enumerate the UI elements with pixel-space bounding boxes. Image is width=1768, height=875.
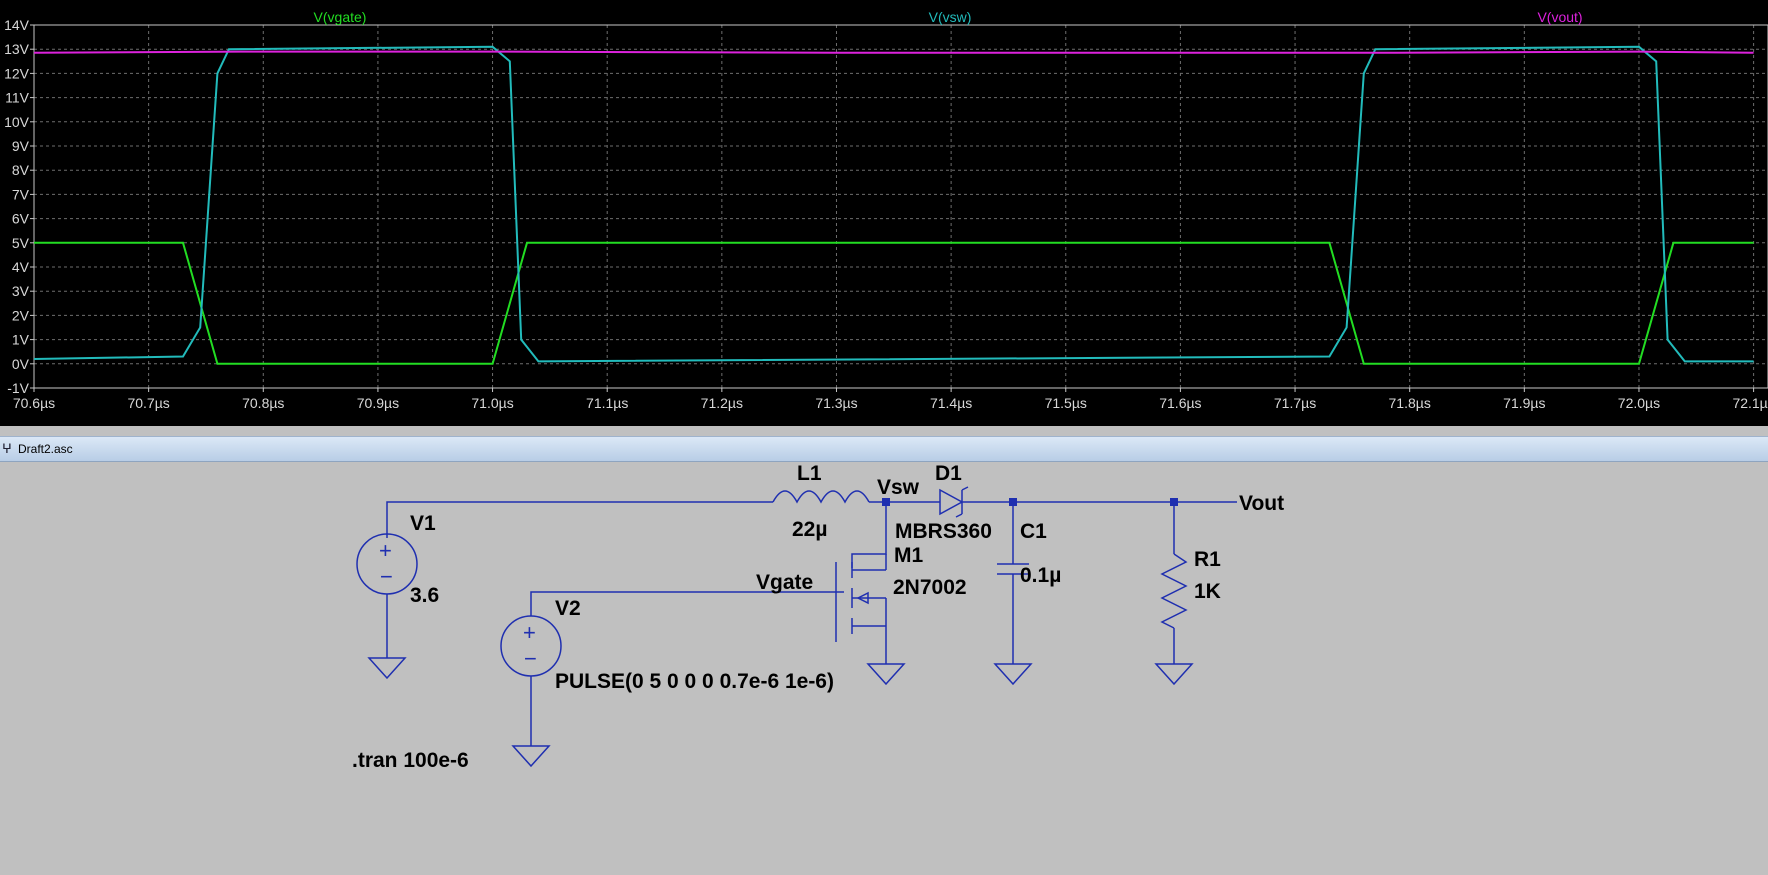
junction-c1 <box>1009 498 1017 506</box>
v2-minus-sign: − <box>524 646 537 671</box>
y-tick-label: -1V <box>7 380 29 396</box>
l1-name-label[interactable]: L1 <box>797 462 822 485</box>
r1-value-label[interactable]: 1K <box>1194 580 1221 603</box>
v1-plus-sign: + <box>379 538 392 563</box>
y-tick-label: 11V <box>5 90 30 106</box>
m1-name-label[interactable]: M1 <box>894 544 923 567</box>
v1-value-label[interactable]: 3.6 <box>410 584 439 607</box>
schematic-window-titlebar[interactable]: ⵖ Draft2.asc <box>0 436 1768 462</box>
y-tick-label: 10V <box>4 114 30 130</box>
waveform-viewer[interactable]: -1V 0V 1V 2V 3V 4V 5V 6V 7V 8V 9V 10V 11V 12V 13V 14V 70… <box>0 0 1768 426</box>
v2-name-label[interactable]: V2 <box>555 597 581 620</box>
y-tick-label: 8V <box>12 162 30 178</box>
x-tick-label: 70.9µs <box>357 395 399 411</box>
y-tick-label: 4V <box>12 259 30 275</box>
ltspice-app-icon: ⵖ <box>2 441 12 456</box>
c1-name-label[interactable]: C1 <box>1020 520 1047 543</box>
x-tick-label: 71.8µs <box>1389 395 1431 411</box>
y-tick-label: 13V <box>4 41 30 57</box>
ground-r1[interactable] <box>1154 663 1194 686</box>
y-tick-label: 6V <box>12 211 30 227</box>
trace-label-vsw[interactable]: V(vsw) <box>929 9 972 25</box>
v2-plus-sign: + <box>523 620 536 645</box>
trace-labels: V(vgate) V(vsw) V(vout) <box>314 9 1583 25</box>
waveform-plot[interactable]: -1V 0V 1V 2V 3V 4V 5V 6V 7V 8V 9V 10V 11V 12V 13V 14V 70… <box>0 0 1768 426</box>
x-tick-label: 71.3µs <box>815 395 857 411</box>
net-label-vgate[interactable]: Vgate <box>756 571 813 594</box>
trace-label-vout[interactable]: V(vout) <box>1537 9 1582 25</box>
net-label-vout[interactable]: Vout <box>1239 492 1284 515</box>
plot-frame <box>33 24 1768 389</box>
spice-directive-tran[interactable]: .tran 100e-6 <box>352 749 469 772</box>
junction-r1 <box>1170 498 1178 506</box>
y-tick-label: 7V <box>12 186 30 202</box>
schematic-window-title: Draft2.asc <box>18 442 73 456</box>
schematic-wires <box>356 486 1237 768</box>
schematic-canvas[interactable]: + − + − L1 22µ Vsw D1 MBRS360 Vout V1 3.… <box>0 462 1768 875</box>
y-tick-label: 12V <box>4 65 30 81</box>
ground-v2[interactable] <box>511 745 551 768</box>
x-tick-label: 70.7µs <box>127 395 169 411</box>
d1-value-label[interactable]: MBRS360 <box>895 520 992 543</box>
wire-v2-to-gate[interactable] <box>530 591 844 616</box>
x-tick-label: 70.8µs <box>242 395 284 411</box>
x-tick-label: 72.1µs <box>1732 395 1768 411</box>
y-tick-label: 3V <box>12 283 30 299</box>
v1-minus-sign: − <box>380 564 393 589</box>
source-polarity-marks: + − + − <box>379 538 537 671</box>
trace-vvsw[interactable] <box>33 45 1754 363</box>
schematic-labels: L1 22µ Vsw D1 MBRS360 Vout V1 3.6 M1 2N7… <box>352 462 1284 772</box>
v1-name-label[interactable]: V1 <box>410 512 436 535</box>
trace-vvout[interactable] <box>33 50 1754 54</box>
v2-value-label[interactable]: PULSE(0 5 0 0 0 0.7e-6 1e-6) <box>555 670 834 693</box>
ground-m1[interactable] <box>866 663 906 686</box>
plot-axes: -1V 0V 1V 2V 3V 4V 5V 6V 7V 8V 9V 10V 11V 12V 13V 14V 70… <box>4 17 1768 411</box>
wire-v1-to-l1[interactable] <box>386 501 773 538</box>
x-tick-label: 70.6µs <box>13 395 55 411</box>
x-tick-label: 71.6µs <box>1159 395 1201 411</box>
r1-name-label[interactable]: R1 <box>1194 548 1221 571</box>
junction-vsw <box>882 498 890 506</box>
net-label-vsw[interactable]: Vsw <box>877 476 920 499</box>
y-tick-label: 9V <box>12 138 30 154</box>
trace-layer <box>33 45 1754 365</box>
d1-name-label[interactable]: D1 <box>935 462 962 485</box>
x-tick-label: 71.2µs <box>701 395 743 411</box>
y-tick-label: 14V <box>4 17 30 33</box>
x-tick-label: 71.1µs <box>586 395 628 411</box>
x-tick-label: 71.7µs <box>1274 395 1316 411</box>
ground-c1[interactable] <box>993 663 1033 686</box>
ground-v1[interactable] <box>367 657 407 680</box>
x-tick-label: 72.0µs <box>1618 395 1660 411</box>
inductor-l1-symbol[interactable] <box>772 490 870 504</box>
c1-value-label[interactable]: 0.1µ <box>1020 564 1061 587</box>
y-tick-label: 1V <box>12 332 30 348</box>
y-tick-label: 2V <box>12 307 30 323</box>
schematic-editor[interactable]: + − + − L1 22µ Vsw D1 MBRS360 Vout V1 3.… <box>0 462 1768 875</box>
x-tick-label: 71.9µs <box>1503 395 1545 411</box>
x-tick-label: 71.4µs <box>930 395 972 411</box>
plot-grid <box>34 24 1768 388</box>
junction-dots <box>882 498 1178 506</box>
mosfet-m1-symbol[interactable] <box>835 554 887 664</box>
resistor-r1-symbol[interactable] <box>1160 553 1188 629</box>
l1-value-label[interactable]: 22µ <box>792 518 827 541</box>
y-tick-label: 0V <box>12 356 30 372</box>
m1-value-label[interactable]: 2N7002 <box>893 576 967 599</box>
trace-vvgate[interactable] <box>34 241 1754 365</box>
x-tick-label: 71.5µs <box>1045 395 1087 411</box>
x-tick-label: 71.0µs <box>471 395 513 411</box>
y-tick-label: 5V <box>12 235 30 251</box>
wire-vsw-to-m1-drain[interactable] <box>851 502 887 568</box>
trace-label-vgate[interactable]: V(vgate) <box>314 9 367 25</box>
